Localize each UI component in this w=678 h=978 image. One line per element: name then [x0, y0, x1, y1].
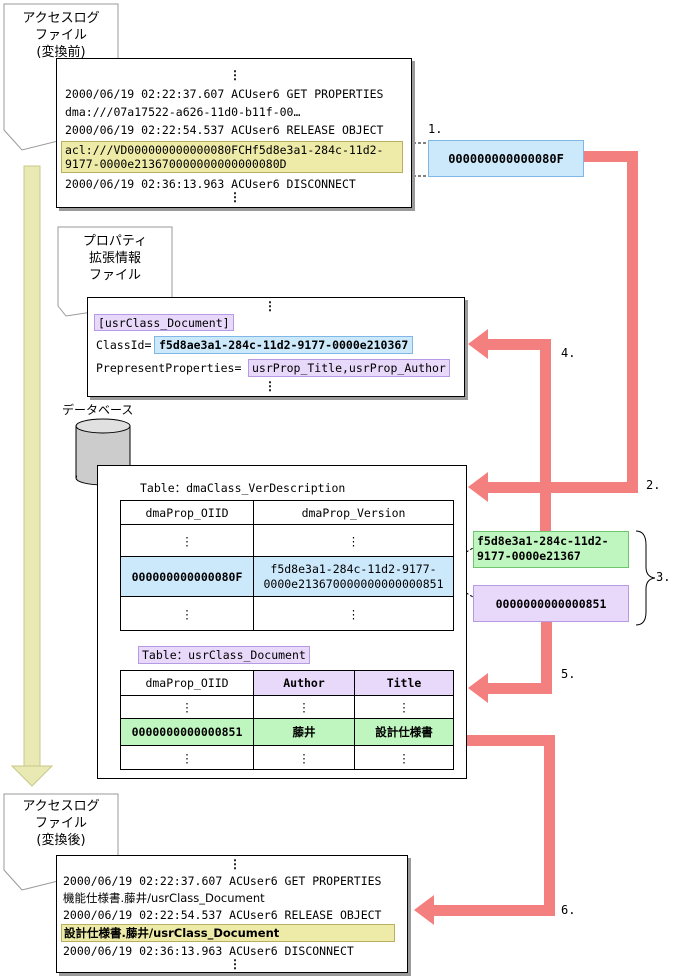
version-line: 0000e213670000000000000851: [263, 576, 444, 591]
ellipsis-cell: ⋮: [120, 596, 254, 631]
table2-title-cell: 設計仕様書: [354, 718, 454, 746]
step-5-label: 5.: [561, 667, 576, 681]
before-log-box: ⋮ 2000/06/19 02:22:37.607 ACUser6 GET PR…: [56, 58, 412, 208]
split-class-box: f5d8e3a1-284c-11d2- 9177-0000e21367: [473, 531, 629, 568]
after-log-box: ⋮ 2000/06/19 02:22:37.607 ACUser6 GET PR…: [56, 855, 408, 973]
acl-highlight: acl:///VD000000000000080FCHf5d8e3a1-284c…: [61, 141, 403, 173]
arrow-5: [468, 622, 552, 703]
prop-file-box: ⋮ [usrClass_Document] ClassId= f5d8ae3a1…: [87, 297, 465, 397]
table2-header: Title: [354, 670, 454, 696]
classid-value: f5d8ae3a1-284c-11d2-9177-0000e210367: [154, 336, 414, 354]
ellipsis: ⋮: [229, 190, 241, 204]
table2-oiid-cell: 0000000000000851: [120, 718, 254, 746]
label-line: (変換後): [36, 833, 86, 848]
label-line: 拡張情報: [88, 251, 141, 266]
table2: dmaProp_OIID Author Title ⋮ ⋮ ⋮ 00000000…: [120, 670, 454, 770]
table2-author-cell: 藤井: [253, 718, 355, 746]
log-line: 2000/06/19 02:22:37.607 ACUser6 GET PROP…: [65, 87, 384, 101]
present-key: PrepresentProperties=: [96, 361, 242, 375]
after-file-label: アクセスログ ファイル (変換後): [8, 798, 114, 849]
log-line: 2000/06/19 02:22:37.607 ACUser6 GET PROP…: [63, 874, 382, 888]
converted-line: 設計仕様書.藤井/usrClass_Document: [64, 926, 280, 940]
label-line: アクセスログ: [22, 11, 100, 26]
label-line: アクセスログ: [22, 799, 100, 814]
table1-title: Table：dmaClass_VerDescription: [140, 481, 346, 495]
ellipsis-cell: ⋮: [120, 745, 254, 770]
extracted-oiid-box: 000000000000080F: [428, 140, 584, 177]
split-class-line: f5d8e3a1-284c-11d2-: [477, 534, 609, 548]
table2-title: Table：usrClass_Document: [138, 646, 310, 664]
version-line: f5d8e3a1-284c-11d2-9177-: [270, 561, 437, 576]
acl-line: acl:///VD000000000000080FCHf5d8e3a1-284c…: [65, 143, 384, 157]
log-line: dma:///07a17522-a626-11d0-b11f-00…: [65, 105, 301, 119]
ellipsis: ⋮: [264, 299, 276, 313]
label-line: (変換前): [36, 45, 86, 60]
ellipsis-cell: ⋮: [253, 695, 355, 719]
table2-header: dmaProp_OIID: [120, 670, 254, 696]
acl-line: 9177-0000e213670000000000000080D: [65, 157, 287, 171]
table2-header: Author: [253, 670, 355, 696]
arrow-6: [414, 735, 555, 925]
log-line: 2000/06/19 02:22:54.537 ACUser6 RELEASE …: [65, 123, 384, 137]
flow-arrow: [10, 165, 54, 787]
ellipsis-cell: ⋮: [253, 524, 454, 557]
step-1-label: 1.: [428, 122, 443, 136]
label-line: ファイル: [88, 268, 141, 283]
ellipsis: ⋮: [264, 379, 276, 393]
section-header: [usrClass_Document]: [94, 314, 234, 331]
after-highlight: 設計仕様書.藤井/usrClass_Document: [61, 924, 395, 942]
before-file-label: アクセスログ ファイル (変換前): [8, 10, 114, 61]
ellipsis-cell: ⋮: [120, 695, 254, 719]
log-line: 2000/06/19 02:36:13.963 ACUser6 DISCONNE…: [65, 177, 356, 191]
present-value: usrProp_Title,usrProp_Author: [248, 359, 450, 377]
step-4-label: 4.: [561, 346, 576, 360]
database-label: データベース: [62, 403, 134, 417]
label-line: ファイル: [34, 28, 87, 43]
log-line: 機能仕様書.藤井/usrClass_Document: [63, 891, 265, 905]
ellipsis-cell: ⋮: [120, 524, 254, 557]
arrow-2: [468, 151, 638, 502]
table1: dmaProp_OIID dmaProp_Version ⋮ ⋮ 0000000…: [120, 500, 454, 631]
label-line: ファイル: [34, 816, 87, 831]
ellipsis: ⋮: [229, 857, 241, 871]
table1-oiid-cell: 000000000000080F: [120, 556, 254, 597]
step-2-label: 2.: [646, 478, 661, 492]
split-version-box: 0000000000000851: [473, 585, 629, 622]
ellipsis-cell: ⋮: [354, 695, 454, 719]
ellipsis: ⋮: [229, 68, 241, 82]
log-line: 2000/06/19 02:36:13.963 ACUser6 DISCONNE…: [63, 944, 354, 958]
prop-file-label: プロパティ 拡張情報 ファイル: [60, 233, 170, 284]
ellipsis-cell: ⋮: [354, 745, 454, 770]
table1-version-cell: f5d8e3a1-284c-11d2-9177- 0000e2136700000…: [253, 556, 454, 597]
classid-key: ClassId=: [96, 338, 152, 352]
table1-header: dmaProp_OIID: [120, 500, 254, 525]
ellipsis-cell: ⋮: [253, 745, 355, 770]
ellipsis: ⋮: [229, 957, 241, 971]
step-3-label: 3.: [656, 570, 671, 584]
ellipsis-cell: ⋮: [253, 596, 454, 631]
log-line: 2000/06/19 02:22:54.537 ACUser6 RELEASE …: [63, 908, 382, 922]
label-line: プロパティ: [82, 234, 148, 249]
brace: [635, 530, 656, 626]
split-class-line: 9177-0000e21367: [477, 549, 581, 563]
table1-header: dmaProp_Version: [253, 500, 454, 525]
arrow-4: [468, 329, 551, 535]
step-6-label: 6.: [561, 903, 576, 917]
